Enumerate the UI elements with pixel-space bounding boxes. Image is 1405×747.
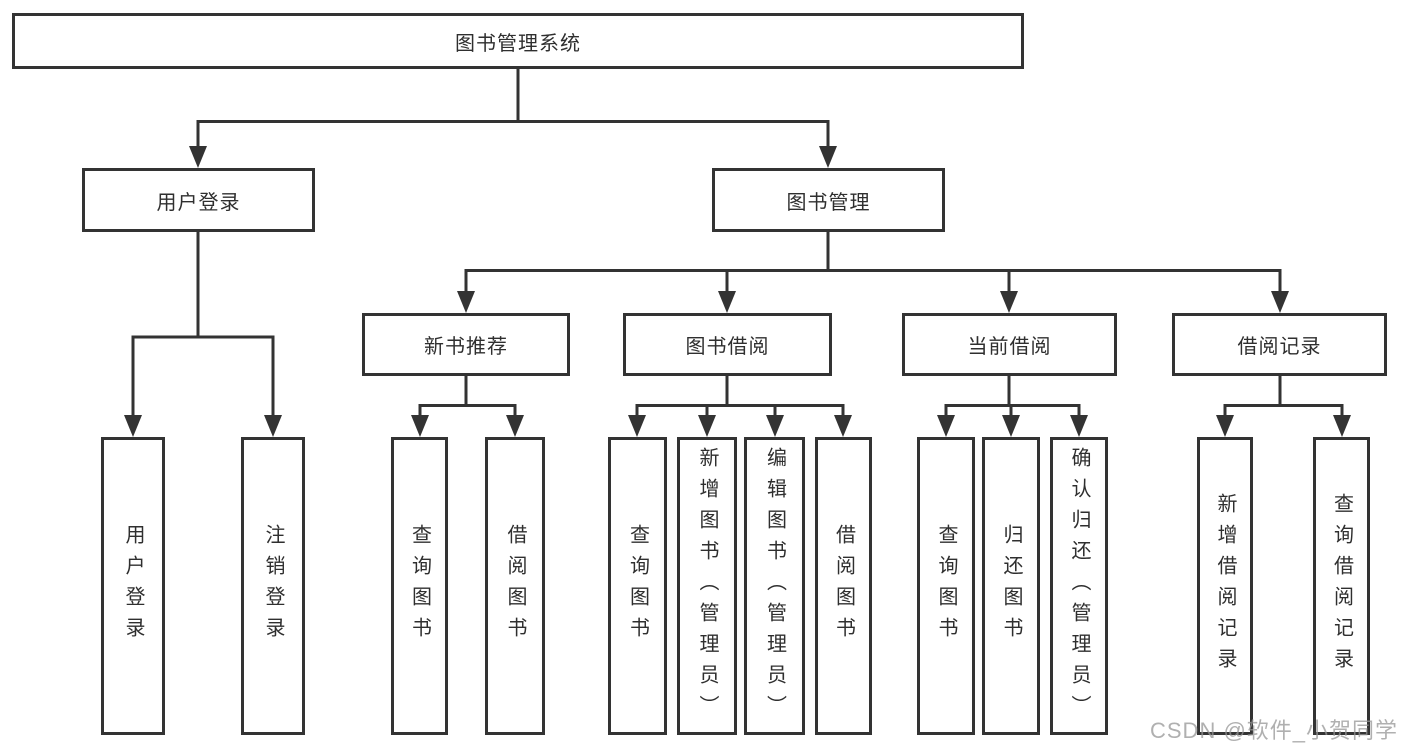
- leaf-add-book-admin: 新增图书（管理员）: [677, 437, 737, 735]
- node-book-management: 图书管理: [712, 168, 945, 232]
- connector-current-borrow-branch: [944, 376, 1081, 417]
- leaf-query-borrow-record: 查询借阅记录: [1313, 437, 1370, 735]
- node-current-borrow: 当前借阅: [902, 313, 1117, 376]
- node-user-login: 用户登录: [82, 168, 315, 232]
- leaf-query-books-current: 查询图书: [917, 437, 975, 735]
- connector-borrow-records-branch: [1223, 376, 1344, 417]
- leaf-query-books-recommend: 查询图书: [391, 437, 448, 735]
- connector-root-to-level2: [196, 69, 830, 148]
- node-book-borrow: 图书借阅: [623, 313, 832, 376]
- csdn-watermark: CSDN @软件_小贺同学: [1150, 718, 1399, 743]
- node-library-system: 图书管理系统: [12, 13, 1024, 69]
- leaf-confirm-return-admin: 确认归还（管理员）: [1050, 437, 1108, 735]
- connector-new-book-branch: [418, 376, 517, 417]
- leaf-add-borrow-record: 新增借阅记录: [1197, 437, 1253, 735]
- arrow-down-icons: [124, 146, 1351, 437]
- leaf-query-books-borrow: 查询图书: [608, 437, 667, 735]
- leaf-borrow-books-recommend: 借阅图书: [485, 437, 545, 735]
- connector-book-management-branch: [464, 232, 1282, 293]
- leaf-edit-book-admin: 编辑图书（管理员）: [744, 437, 805, 735]
- node-new-book-recommend: 新书推荐: [362, 313, 570, 376]
- connector-book-borrow-branch: [635, 376, 845, 417]
- leaf-return-book: 归还图书: [982, 437, 1040, 735]
- leaf-user-login: 用户登录: [101, 437, 165, 735]
- connector-user-login-branch: [131, 232, 275, 417]
- leaf-logout: 注销登录: [241, 437, 305, 735]
- leaf-borrow-books: 借阅图书: [815, 437, 872, 735]
- node-borrow-records: 借阅记录: [1172, 313, 1387, 376]
